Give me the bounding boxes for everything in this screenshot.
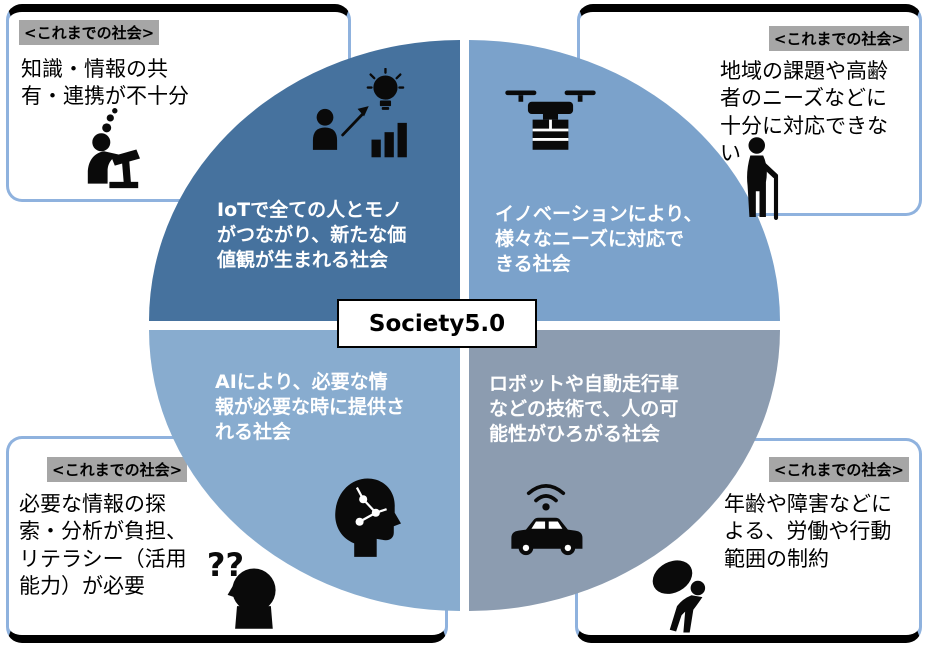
idea-growth-icon [312, 68, 407, 158]
elderly-cane-icon [747, 137, 779, 220]
ai-head-icon [335, 478, 401, 557]
quadrant-robot: ロボットや自動走行車 などの技術で、人の可 能性がひろがる社会 [469, 330, 780, 611]
confused-head-icon: ?? [207, 546, 276, 629]
past-society-tag: <これまでの社会> [768, 457, 909, 482]
callout-past-knowledge-text: 知識・情報の共 有・連携が不十分 [21, 57, 189, 109]
society5-center-text: Society5.0 [368, 310, 506, 337]
callout-past-information-text: 必要な情報の探 索・分析が負担、 リテラシー（活用 能力）が必要 [19, 492, 187, 598]
past-society-tag: <これまでの社会> [768, 26, 909, 51]
connected-car-icon [511, 484, 583, 556]
past-society-tag: <これまでの社会> [47, 457, 188, 482]
callout-past-labor-text: 年齢や障害などに よる、労働や行動 範囲の制約 [724, 492, 892, 571]
quadrant-iot-text: IoTで全ての人とモノ がつながり、新たな価 値観が生まれる社会 [217, 199, 407, 272]
heavy-load-icon [652, 560, 706, 633]
quadrant-robot-text: ロボットや自動走行車 などの技術で、人の可 能性がひろがる社会 [489, 373, 680, 446]
past-society-tag: <これまでの社会> [19, 20, 160, 45]
pondering-reader-icon [87, 108, 140, 189]
callout-past-regional-text: 地域の課題や高齢 者のニーズなどに 十分に対応できな い [720, 59, 888, 165]
society5-center-label: Society5.0 [337, 299, 537, 348]
quadrant-iot: IoTで全ての人とモノ がつながり、新たな価 値観が生まれる社会 [149, 40, 460, 321]
quadrant-innovation-text: イノベーションにより、 様々なニーズに対応で きる社会 [495, 203, 703, 276]
quadrant-ai-text: AIにより、必要な情 報が必要な時に提供さ れる社会 [215, 371, 406, 444]
delivery-drone-icon [505, 90, 596, 150]
